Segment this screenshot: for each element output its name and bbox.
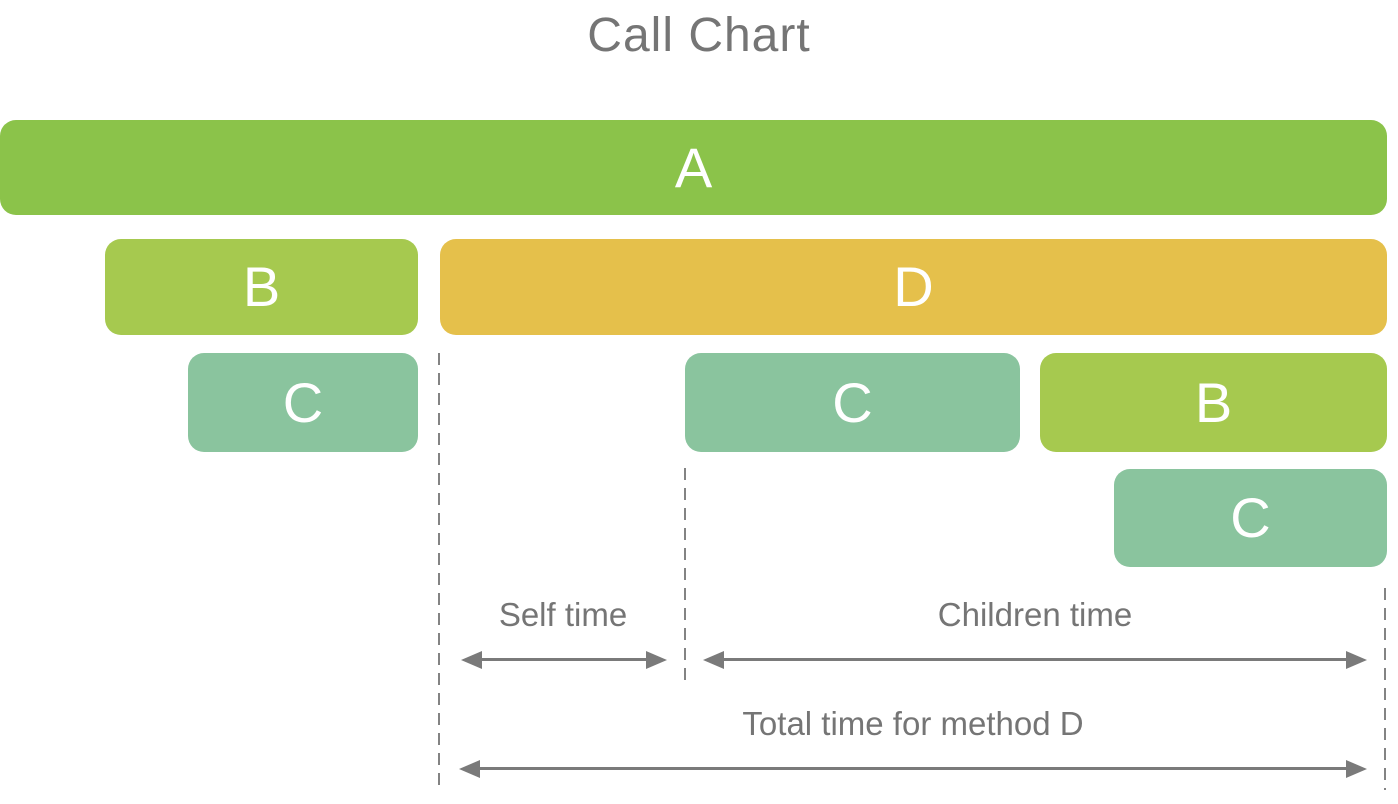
- call-bar-b-right: B: [1040, 353, 1387, 452]
- call-bar-c-bottom: C: [1114, 469, 1387, 567]
- call-bar-c-left: C: [188, 353, 418, 452]
- dashed-line-d-end: [1384, 588, 1386, 790]
- children-time-label: Children time: [937, 596, 1133, 633]
- call-bar-a: A: [0, 120, 1387, 215]
- call-bar-c-middle: C: [685, 353, 1020, 452]
- children-time-arrow: [722, 658, 1348, 661]
- page-title: Call Chart: [587, 9, 811, 62]
- self-time-arrow: [480, 658, 648, 661]
- call-bar-b: B: [105, 239, 418, 335]
- total-time-label: Total time for method D: [742, 705, 1084, 742]
- dashed-line-children-start: [684, 468, 686, 685]
- total-time-arrow: [478, 767, 1348, 770]
- call-bar-d: D: [440, 239, 1387, 335]
- dashed-line-d-start: [438, 353, 440, 790]
- self-time-label: Self time: [498, 596, 628, 633]
